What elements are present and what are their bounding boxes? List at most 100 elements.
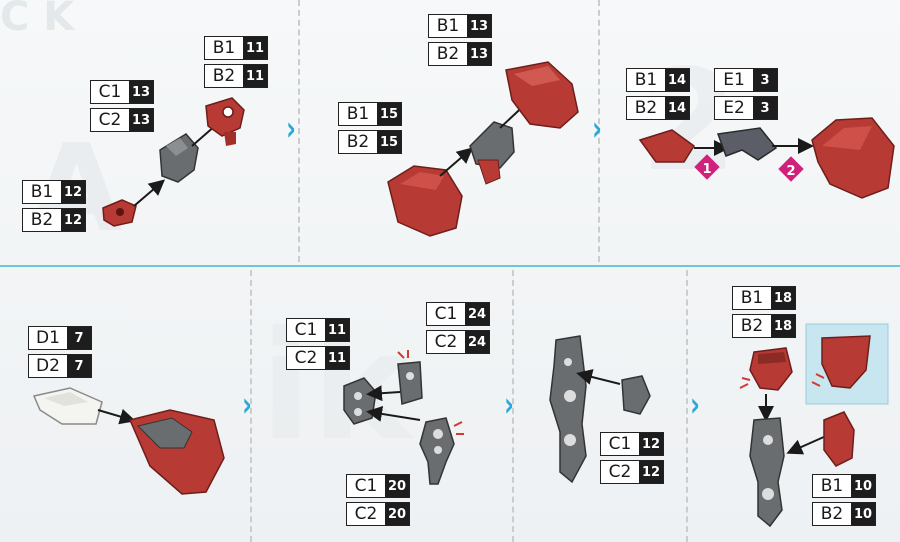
part-tag-code: D1 (29, 327, 67, 349)
part-tag: B118 (732, 286, 796, 310)
part-tag: B110 (812, 474, 876, 498)
part-tag-code: C1 (601, 433, 639, 455)
part-tag-code: E2 (715, 97, 753, 119)
part-tag-code: C2 (287, 347, 325, 369)
step-marker-label: 2 (786, 164, 795, 179)
gray-frame-part (550, 336, 586, 482)
part-tag-number: 13 (467, 43, 491, 65)
part-tag-code: C2 (347, 503, 385, 525)
gray-frame-part (420, 418, 454, 484)
red-armor-part (812, 118, 894, 198)
gray-frame-part (750, 418, 784, 526)
part-tag-number: 15 (377, 131, 401, 153)
part-tag-code: C2 (601, 461, 639, 483)
part-tag-number: 13 (129, 81, 153, 103)
part-tag-code: E1 (715, 69, 753, 91)
part-tag-code: B1 (429, 15, 467, 37)
part-tag-code: C1 (427, 303, 465, 325)
part-tag-number: 13 (467, 15, 491, 37)
part-tag-number: 7 (67, 327, 91, 349)
part-tag-code: B1 (205, 37, 243, 59)
part-tag-number: 10 (851, 475, 875, 497)
part-tag-code: B2 (627, 97, 665, 119)
red-armor-part (506, 62, 578, 128)
gray-frame-part (344, 378, 376, 424)
part-tag-number: 11 (243, 65, 267, 87)
part-tag-code: B2 (429, 43, 467, 65)
part-tag-number: 7 (67, 355, 91, 377)
part-tag: B218 (732, 314, 796, 338)
part-tag-number: 24 (465, 303, 489, 325)
clear-blade-part (34, 388, 102, 424)
red-armor-part (824, 412, 854, 466)
part-tag-number: 18 (771, 315, 795, 337)
part-tag-number: 11 (325, 347, 349, 369)
red-armor-part (750, 348, 792, 390)
part-tag-number: 12 (61, 209, 85, 231)
gray-frame-part (160, 134, 198, 182)
part-tag-code: B1 (339, 103, 377, 125)
part-tag-number: 14 (665, 97, 689, 119)
part-tag-number: 11 (325, 319, 349, 341)
part-tag-code: B1 (627, 69, 665, 91)
part-tag: C120 (346, 474, 410, 498)
part-tag-number: 3 (753, 69, 777, 91)
part-tag-code: D2 (29, 355, 67, 377)
step-marker-label: 1 (702, 162, 711, 177)
red-armor-part (388, 166, 462, 236)
part-tag-code: B2 (205, 65, 243, 87)
red-joint-part (206, 98, 244, 146)
gray-frame-part (470, 122, 514, 184)
part-tag-code: B2 (339, 131, 377, 153)
part-tag-number: 24 (465, 331, 489, 353)
part-tag-number: 12 (61, 181, 85, 203)
part-tag-code: B1 (813, 475, 851, 497)
part-tag-number: 13 (129, 109, 153, 131)
step-marker-1: 1 (694, 154, 719, 179)
part-tag-number: 3 (753, 97, 777, 119)
part-tag-code: B2 (733, 315, 771, 337)
part-tag-code: C1 (91, 81, 129, 103)
step-marker-2: 2 (778, 156, 803, 181)
gray-frame-part (622, 376, 650, 414)
part-tag: B111 (204, 36, 268, 60)
part-tag-number: 12 (639, 433, 663, 455)
part-tag-code: B1 (23, 181, 61, 203)
part-tag-code: C2 (91, 109, 129, 131)
gray-frame-part (718, 128, 776, 160)
part-tag-number: 11 (243, 37, 267, 59)
gray-frame-part (398, 362, 422, 404)
part-tag-number: 20 (385, 475, 409, 497)
part-tag-number: 20 (385, 503, 409, 525)
part-tag-number: 14 (665, 69, 689, 91)
part-tag: B212 (22, 208, 86, 232)
part-tag-number: 12 (639, 461, 663, 483)
part-tag-code: C1 (347, 475, 385, 497)
part-tag-number: 10 (851, 503, 875, 525)
part-tag-code: B2 (23, 209, 61, 231)
part-tag-number: 18 (771, 287, 795, 309)
part-tag-number: 15 (377, 103, 401, 125)
